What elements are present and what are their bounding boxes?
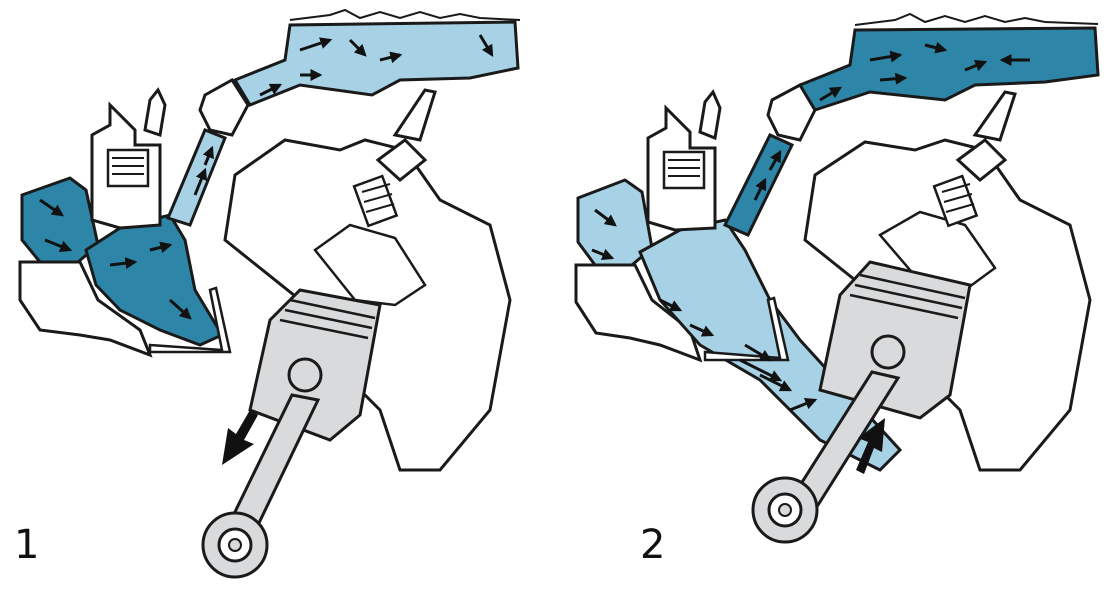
panel-2-pump-tower [646,89,722,232]
panel-1-connecting-rod [201,393,321,579]
panel-1-spark-plug [352,88,437,228]
panel-1-reed-valve [148,286,232,354]
panel-2-reed-valve [703,296,790,362]
panel-2-connecting-rod [751,370,901,544]
panel-1-label: 1 [14,522,40,568]
panel-1-reed-housing [18,260,153,358]
panel-2-piston-direction-arrow [856,418,885,474]
panel-2-expansion-chamber [797,26,1100,112]
panel-1-flow-arrows [39,34,494,320]
panel-2-piston [818,260,972,420]
panel-1-pipe-elbow [198,78,250,137]
panel-1-pump-tower [90,87,167,230]
panel-2-reed-housing [574,263,703,363]
panel-2-spark-plug [932,90,1017,228]
panel-2-label: 2 [640,522,666,568]
panel-1-expansion-chamber [232,20,520,107]
panel-2-engine [574,12,1100,544]
panel-2-transfer-pipe [722,133,795,237]
panel-1-engine [18,8,521,579]
panel-1-piston-direction-arrow [222,410,258,465]
panel-1-transfer-pipe [165,128,227,227]
panel-2-flow-arrows [591,41,1030,412]
panel-1-piston [248,288,382,442]
